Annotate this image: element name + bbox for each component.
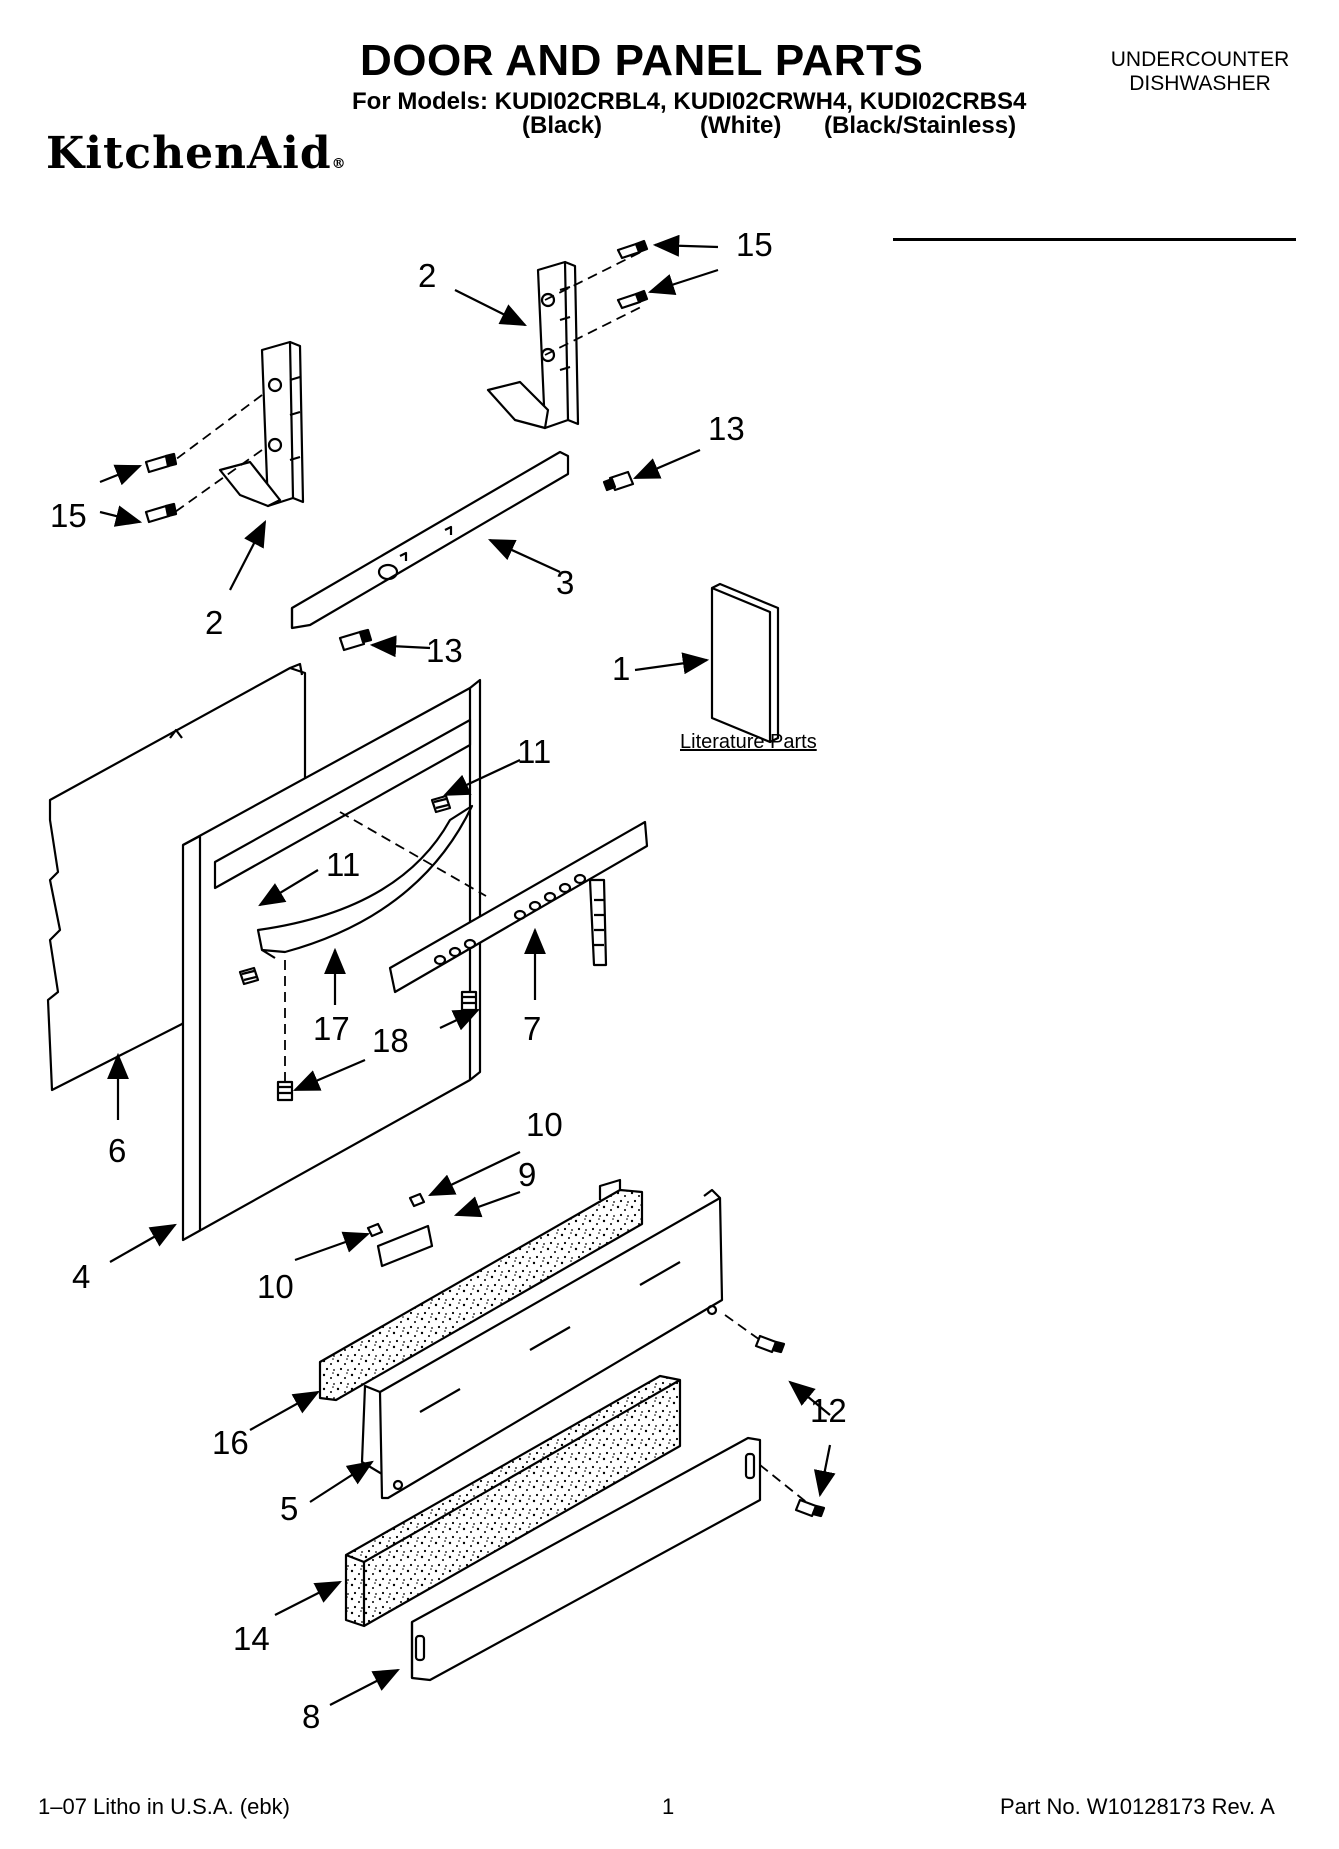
footer-part-number: Part No. W10128173 Rev. A [1000,1794,1275,1819]
callout-18: 18 [372,1022,409,1059]
variant-white: (White) [700,112,782,139]
callout-10-top: 10 [526,1106,563,1143]
callout-6: 6 [108,1132,127,1169]
door-handle [256,804,474,959]
callout-17: 17 [313,1010,350,1047]
hinge-bracket-right [486,260,580,430]
callout-13-bottom: 13 [426,632,463,669]
callout-4: 4 [72,1258,91,1295]
notes-rule [893,238,1296,241]
screw-13-bottom [338,628,373,652]
callout-15-top: 15 [736,226,773,263]
spacer-18-right [460,990,478,1012]
models-line: For Models: KUDI02CRBL4, KUDI02CRWH4, KU… [352,88,1027,115]
screw-12-lower [794,1498,826,1518]
callout-16: 16 [212,1424,249,1461]
product-type-line2: DISHWASHER [1129,72,1271,95]
nut-10-top [408,1192,426,1208]
footer-page-number: 1 [662,1794,675,1819]
callout-11-top: 11 [517,733,552,770]
callout-9: 9 [518,1156,537,1193]
screw-15-left-b [144,502,178,524]
callout-10-bottom: 10 [257,1268,294,1305]
badge-plate [376,1224,434,1268]
callout-11-left: 11 [326,846,361,883]
hinge-bracket-left [218,340,305,508]
nut-10-bottom [366,1222,384,1238]
screw-13-right [602,470,635,492]
brand-logo: KitchenAid® [46,128,347,179]
toe-insulation-upper [318,1178,644,1402]
callout-15-left: 15 [50,497,87,534]
callout-7: 7 [523,1010,542,1047]
callout-12: 12 [810,1392,847,1429]
page-title: DOOR AND PANEL PARTS [360,36,924,85]
mounting-rail [290,450,570,630]
literature-booklet [710,582,780,744]
toe-insulation-lower [344,1374,682,1628]
variant-black: (Black) [522,112,603,139]
callout-8: 8 [302,1698,321,1735]
callout-1: 1 [612,650,631,687]
callout-14: 14 [233,1620,270,1657]
callout-3: 3 [556,564,575,601]
toe-panel-bracket [360,1188,724,1500]
footer-print-info: 1–07 Litho in U.S.A. (ebk) [38,1794,290,1819]
callout-5: 5 [280,1490,299,1527]
screw-15-top-a [616,239,649,260]
screw-15-left-a [144,452,178,474]
product-type-line1: UNDERCOUNTER [1110,48,1290,71]
kickplate [410,1436,762,1682]
callout-2-top: 2 [418,257,437,294]
callout-13-right: 13 [708,410,745,447]
callout-2-left: 2 [205,604,224,641]
screw-15-top-b [616,289,649,310]
inner-door-liner [46,662,307,1092]
variant-black-stainless: (Black/Stainless) [824,112,1017,139]
screw-12-upper [754,1334,786,1354]
spacer-11-left [238,966,260,986]
spacer-11-top [430,794,452,814]
literature-parts-label: Literature Parts [680,731,817,753]
spacer-18-left [276,1080,294,1102]
control-panel [388,820,649,994]
